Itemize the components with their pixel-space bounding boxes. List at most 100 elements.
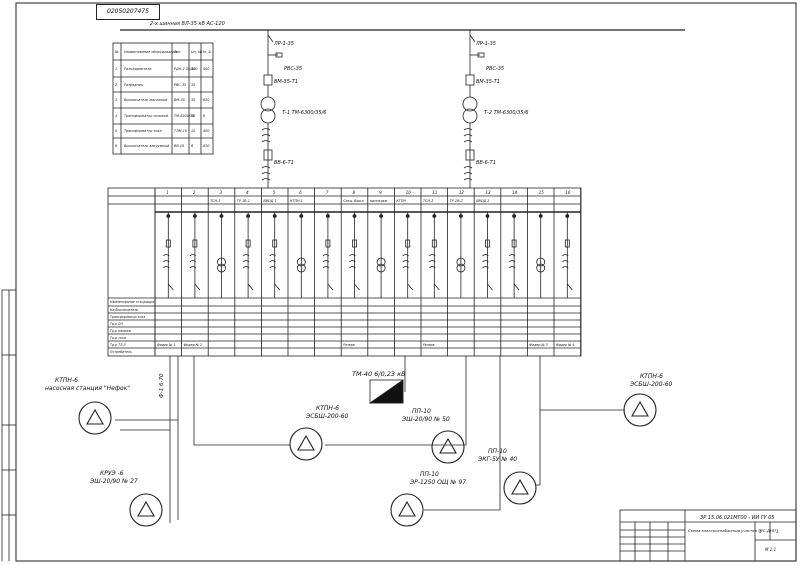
table-cell: ВВ-10 bbox=[174, 144, 184, 148]
cell-name: ТР-1В-1 bbox=[237, 199, 250, 203]
arrester-label: РВС-35 bbox=[284, 66, 302, 72]
table-cell: Трансформатор тока bbox=[124, 129, 162, 133]
table-cell: Выключатель масляный bbox=[124, 98, 168, 102]
table-header-cell: Iн, А bbox=[203, 50, 211, 54]
switchgear-cell: 14 bbox=[500, 188, 520, 356]
cell-number: 6 bbox=[299, 190, 302, 195]
table-cell: 35 bbox=[191, 67, 195, 71]
transformer-label: Т-2 ТМ-6300/35/6 bbox=[484, 110, 528, 116]
motor-symbol bbox=[129, 493, 163, 527]
disconnector-label: ЛР-1-35 bbox=[475, 41, 496, 47]
row-label: Тр-р напряж bbox=[110, 329, 131, 333]
row-label: Наименование отходящих bbox=[110, 300, 155, 304]
breaker-6kv-label: ВВ-6-Т1 bbox=[274, 160, 294, 166]
consumer-name: ПП-10 bbox=[488, 448, 507, 455]
table-cell: 4 bbox=[115, 114, 117, 118]
table-cell: Выключатель вакуумный bbox=[124, 144, 170, 148]
cell-number: 15 bbox=[539, 190, 545, 195]
table-cell: 5 bbox=[115, 129, 117, 133]
consumer-type: ЭШ-20/90 № 27 bbox=[89, 478, 138, 485]
table-cell: РДН-2 35/400 bbox=[174, 67, 198, 71]
title-block-title: Схема электроснабжения участка ЭРС-ДНП bbox=[688, 528, 776, 533]
table-cell: 630 bbox=[203, 144, 209, 148]
cell-name: ВВОД 1 bbox=[263, 199, 276, 203]
cell-number: 12 bbox=[459, 190, 465, 195]
table-cell: ВМ-35 bbox=[174, 98, 185, 102]
cell-consumer: Фидер № 4 bbox=[556, 343, 574, 347]
cell-number: 8 bbox=[353, 190, 356, 195]
table-header-cell: Тип bbox=[174, 50, 181, 54]
table-cell: 2 bbox=[115, 83, 117, 87]
cell-number: 4 bbox=[246, 190, 249, 195]
table-header-cell: Наименование оборудования bbox=[124, 50, 177, 54]
table-cell: Разъединитель bbox=[124, 67, 152, 71]
table-cell: 400 bbox=[203, 67, 209, 71]
arrester-label: РВС-35 bbox=[486, 66, 504, 72]
table-cell: 35 bbox=[191, 98, 195, 102]
consumer-name: ПП-10 bbox=[420, 471, 439, 478]
busbar-label: 2-х шинная ВЛ-35 кВ АС-120 bbox=[150, 21, 225, 27]
cell-name: КТПН bbox=[396, 199, 406, 203]
row-label: Тр-р ТЛ-3 bbox=[110, 343, 126, 347]
table-cell: 3 bbox=[115, 98, 117, 102]
field-network bbox=[115, 356, 625, 523]
title-block-scale: М 1:1 bbox=[765, 547, 776, 552]
switchgear-cell: 4ТР-1В-1 bbox=[234, 188, 254, 356]
table-cell: 6 bbox=[115, 144, 117, 148]
title-block-sheets: 1 bbox=[776, 529, 779, 534]
motor-symbol bbox=[289, 427, 323, 461]
consumer-type: ЭШ-20/90 № 50 bbox=[401, 416, 450, 423]
table-header-cell: Uн, кВ bbox=[191, 50, 203, 54]
breaker-35kv-label: ВМ-35-Т1 bbox=[476, 79, 500, 85]
cable-mark: Ф-1 6-70 bbox=[159, 373, 165, 398]
cell-name: ВВОД 2 bbox=[476, 199, 489, 203]
table-cell: 1 bbox=[115, 67, 117, 71]
cell-number: 13 bbox=[486, 190, 492, 195]
table-cell: 630 bbox=[203, 98, 209, 102]
table-cell: 6 bbox=[191, 144, 193, 148]
cell-name: ниппкакм bbox=[370, 199, 388, 203]
table-cell: ТЛМ-10 bbox=[174, 129, 187, 133]
table-cell: 6 bbox=[203, 114, 205, 118]
cell-consumer: Резерв bbox=[423, 343, 435, 347]
title-block-code: ЗР 15.06.021МГ00 - ИИ ГУ 05 bbox=[700, 515, 775, 521]
motor-symbol bbox=[78, 401, 112, 435]
field-transformer-box: ТМ-40 6/0,23 кВ bbox=[352, 370, 406, 404]
motor-symbol bbox=[623, 393, 657, 427]
title-block: ЗР 15.06.021МГ00 - ИИ ГУ 05 Схема электр… bbox=[619, 509, 797, 562]
consumer-type: ЭСБШ-200-60 bbox=[305, 413, 349, 420]
row-label: Трансформатор тока bbox=[110, 315, 145, 319]
cell-consumer: Фидер № 3 bbox=[529, 343, 547, 347]
consumer-type: ЭР-1250 ОЩ № 97 bbox=[409, 479, 466, 486]
drawing-frame bbox=[15, 2, 797, 562]
table-header-cell: № bbox=[114, 50, 119, 54]
row-label: Потребитель bbox=[110, 350, 132, 354]
cell-number: 3 bbox=[220, 190, 223, 195]
table-cell: Трансформатор силовой bbox=[124, 114, 169, 118]
cell-number: 2 bbox=[193, 190, 196, 195]
motor-symbol bbox=[431, 430, 465, 464]
cell-number: 5 bbox=[273, 190, 276, 195]
consumer-type: насосная станция "Нефок" bbox=[45, 385, 130, 392]
field-transformer-label: ТМ-40 6/0,23 кВ bbox=[352, 370, 406, 378]
breaker-35kv-label: ВМ-35-Т1 bbox=[274, 79, 298, 85]
consumer-type: ЭКГ-5У № 40 bbox=[477, 456, 517, 463]
